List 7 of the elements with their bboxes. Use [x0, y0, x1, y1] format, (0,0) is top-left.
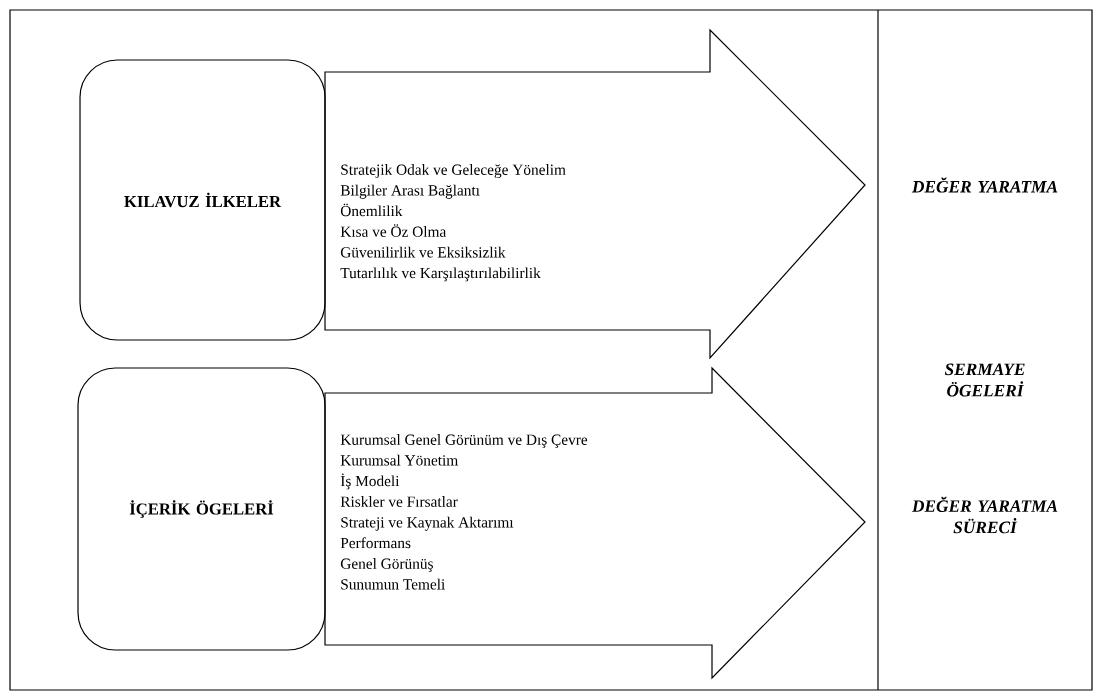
rounded-box: İÇERİK ÖGELERİ	[77, 367, 326, 651]
pointed-box: Stratejik Odak ve Geleceğe Yönelim Bilgiler Arası Bağlantı Önemlilik Kısa ve Öz Olma Güvenilirlik ve Eksiksizlik Tutarlılık ve Karşılaştırılabilirlik	[324, 28, 866, 360]
column-label: DEĞER YARATMA SÜRECİ	[911, 496, 1058, 534]
column-label: SERMAYE ÖGELERİ	[944, 363, 1025, 397]
column-label: DEĞER YARATMA	[911, 177, 1058, 193]
pointed-box: Kurumsal Genel Görünüm ve Dış Çevre Kurumsal Yönetim İş Modeli Riskler ve Fırsatlar Strateji ve Kaynak Aktarımı Performans Genel Görünüş Sunumun Temeli	[324, 366, 866, 680]
rounded-box: KILAVUZ İLKELER	[79, 59, 326, 341]
